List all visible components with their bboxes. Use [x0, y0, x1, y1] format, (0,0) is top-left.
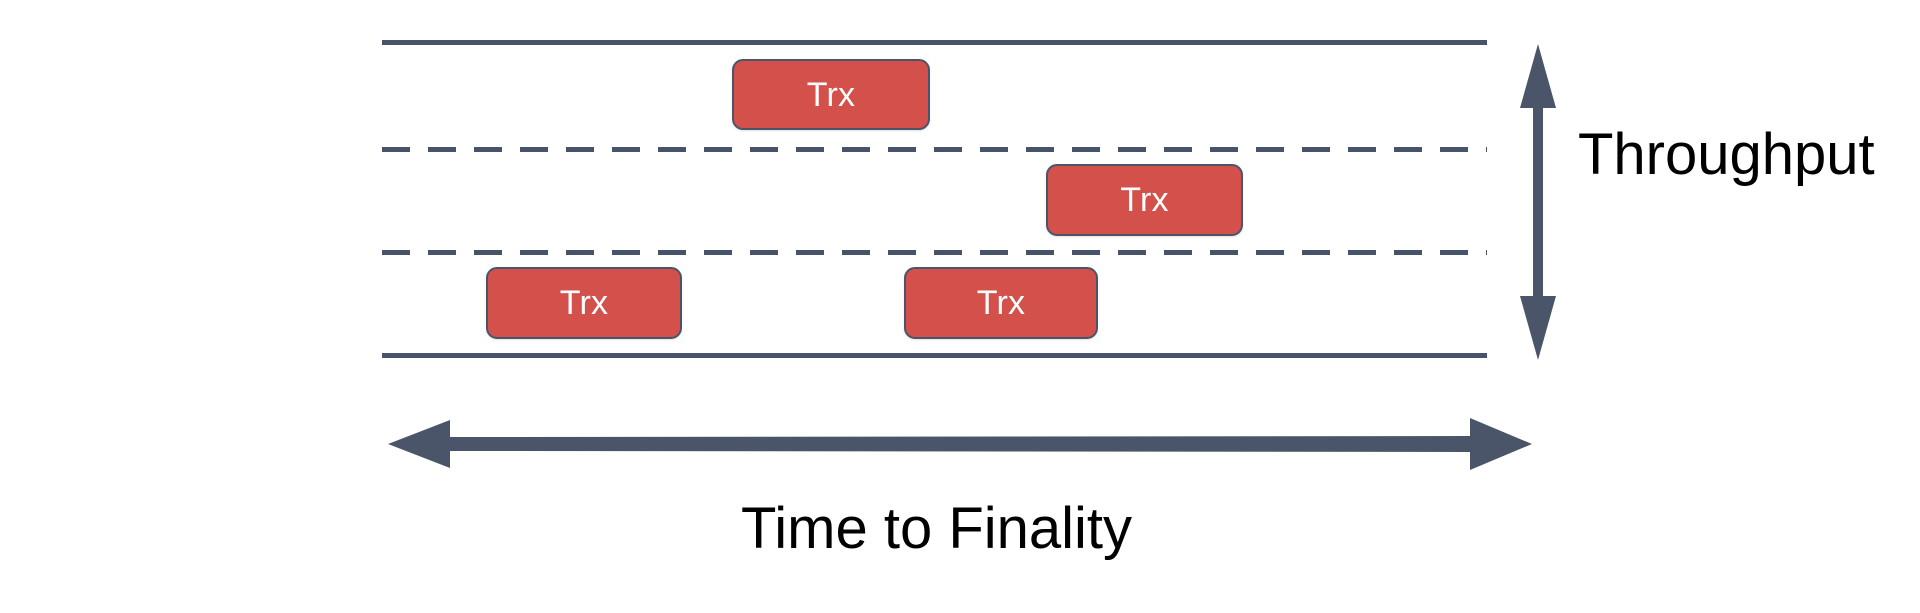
lane-boundary-bottom: [382, 353, 1487, 358]
transaction-block[interactable]: Trx: [904, 267, 1098, 339]
lane-divider-upper: [382, 147, 1487, 152]
throughput-axis-label: Throughput: [1578, 122, 1875, 187]
lane-boundary-top: [382, 40, 1487, 45]
time-to-finality-axis-label: Time to Finality: [741, 496, 1133, 561]
transaction-block[interactable]: Trx: [1046, 164, 1243, 236]
transaction-block[interactable]: Trx: [732, 59, 930, 130]
transaction-label: Trx: [806, 75, 856, 114]
transaction-label: Trx: [976, 284, 1026, 322]
double-arrow-horizontal-icon: [384, 414, 1536, 474]
lane-divider-lower: [382, 250, 1487, 255]
double-arrow-vertical-icon: [1516, 42, 1560, 362]
transaction-label: Trx: [1120, 181, 1169, 219]
transaction-block[interactable]: Trx: [486, 267, 682, 339]
transaction-label: Trx: [559, 284, 609, 322]
